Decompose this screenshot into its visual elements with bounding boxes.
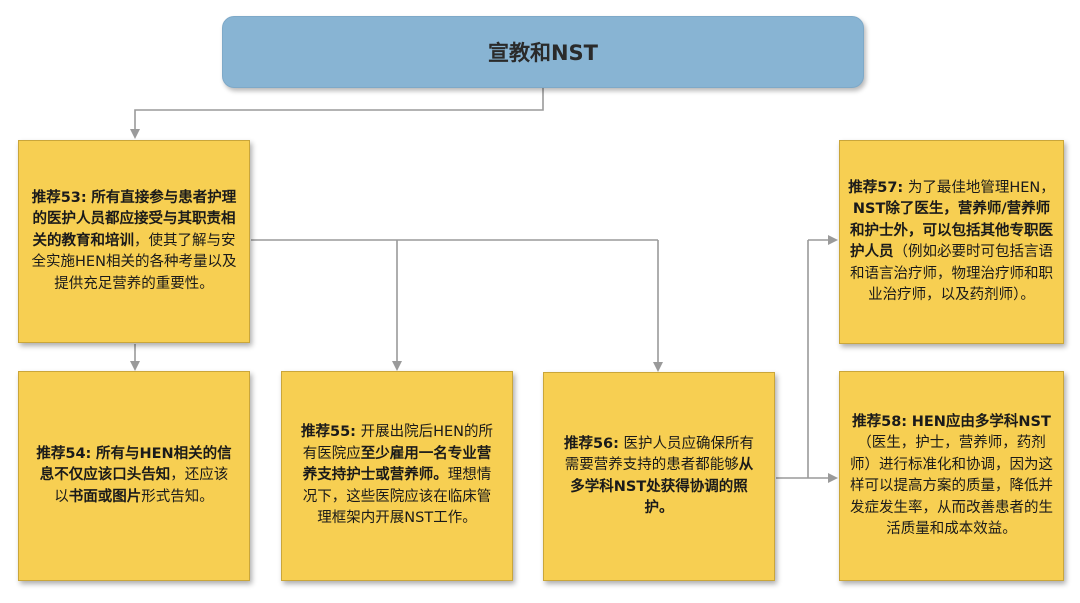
recommendation-58-body: （医生，护士，营养师，药剂师）进行标准化和协调，因为这样可以提高方案的质量，降低… xyxy=(850,435,1053,537)
recommendation-55-body-2: 理想情况下，这些医院应该在临床管理框架内开展NST工作。 xyxy=(302,467,492,527)
recommendation-53-bold: 所有直接参与患者护理的医护人员都应接受与其职责相关的教育和培训 xyxy=(32,189,237,249)
recommendation-56-body: 医护人员应确保所有需要营养支持的患者都能够 xyxy=(564,435,755,474)
recommendation-55-body: 开展出院后HEN的所有医院应 xyxy=(302,424,493,462)
recommendation-53-text: 推荐53: 所有直接参与患者护理的医护人员都应接受与其职责相关的教育和培训，使其… xyxy=(27,188,241,296)
recommendation-54-text: 推荐54: 所有与HEN相关的信息不仅应该口头告知，还应该以书面或图片形式告知。 xyxy=(35,444,233,509)
recommendation-56-bold: 从多学科NST处获得协调的照护。 xyxy=(570,457,754,516)
recommendation-55-bold: 至少雇用一名专业营养支持护士或营养师。 xyxy=(302,445,492,484)
recommendation-58-bold: HEN应由多学科NST xyxy=(911,413,1051,430)
recommendation-55-box: 推荐55: 开展出院后HEN的所有医院应至少雇用一名专业营养支持护士或营养师。理… xyxy=(281,371,513,581)
recommendation-54-body: ，还应该以 xyxy=(54,467,229,505)
recommendation-57-body: 为了最佳地管理HEN， xyxy=(907,179,1055,196)
recommendation-56-box: 推荐56: 医护人员应确保所有需要营养支持的患者都能够从多学科NST处获得协调的… xyxy=(543,372,775,581)
recommendation-57-body-2: （例如必要时可包括言语和语言治疗师，物理治疗师和职业治疗师，以及药剂师）。 xyxy=(850,244,1053,303)
arrow-header-to-rec53 xyxy=(130,87,544,139)
recommendation-53-body: ，使其了解与安全实施HEN相关的各种考量以及提供充足营养的重要性。 xyxy=(31,232,237,292)
recommendation-54-bold: 所有与HEN相关的信息不仅应该口头告知 xyxy=(39,445,232,484)
header-box: 宣教和NST xyxy=(222,16,864,88)
recommendation-57-label: 推荐57: xyxy=(848,179,904,196)
recommendation-54-body-2: 形式告知。 xyxy=(141,488,214,505)
recommendation-53-box: 推荐53: 所有直接参与患者护理的医护人员都应接受与其职责相关的教育和培训，使其… xyxy=(18,140,250,343)
recommendation-56-label: 推荐56: xyxy=(563,435,619,452)
recommendation-55-label: 推荐55: xyxy=(300,424,356,441)
recommendation-54-label: 推荐54: xyxy=(36,445,92,462)
recommendation-58-text: 推荐58: HEN应由多学科NST （医生，护士，营养师，药剂师）进行标准化和协调… xyxy=(850,412,1053,541)
recommendation-58-box: 推荐58: HEN应由多学科NST （医生，护士，营养师，药剂师）进行标准化和协调… xyxy=(839,371,1064,581)
recommendation-54-bold-2: 书面或图片 xyxy=(68,488,142,505)
recommendation-54-box: 推荐54: 所有与HEN相关的信息不仅应该口头告知，还应该以书面或图片形式告知。 xyxy=(18,371,250,581)
recommendation-57-text: 推荐57: 为了最佳地管理HEN， NST除了医生，营养师/营养师和护士外，可以包… xyxy=(848,178,1055,307)
recommendation-57-box: 推荐57: 为了最佳地管理HEN， NST除了医生，营养师/营养师和护士外，可以包… xyxy=(839,140,1064,344)
header-title: 宣教和NST xyxy=(487,41,599,65)
recommendation-56-text: 推荐56: 医护人员应确保所有需要营养支持的患者都能够从多学科NST处获得协调的… xyxy=(558,434,760,520)
recommendation-53-label: 推荐53: xyxy=(31,189,87,206)
recommendation-58-label: 推荐58: xyxy=(852,413,908,430)
recommendation-55-text: 推荐55: 开展出院后HEN的所有医院应至少雇用一名专业营养支持护士或营养师。理… xyxy=(296,422,498,530)
recommendation-57-bold: NST除了医生，营养师/营养师和护士外，可以包括其他专职医护人员 xyxy=(850,201,1053,260)
